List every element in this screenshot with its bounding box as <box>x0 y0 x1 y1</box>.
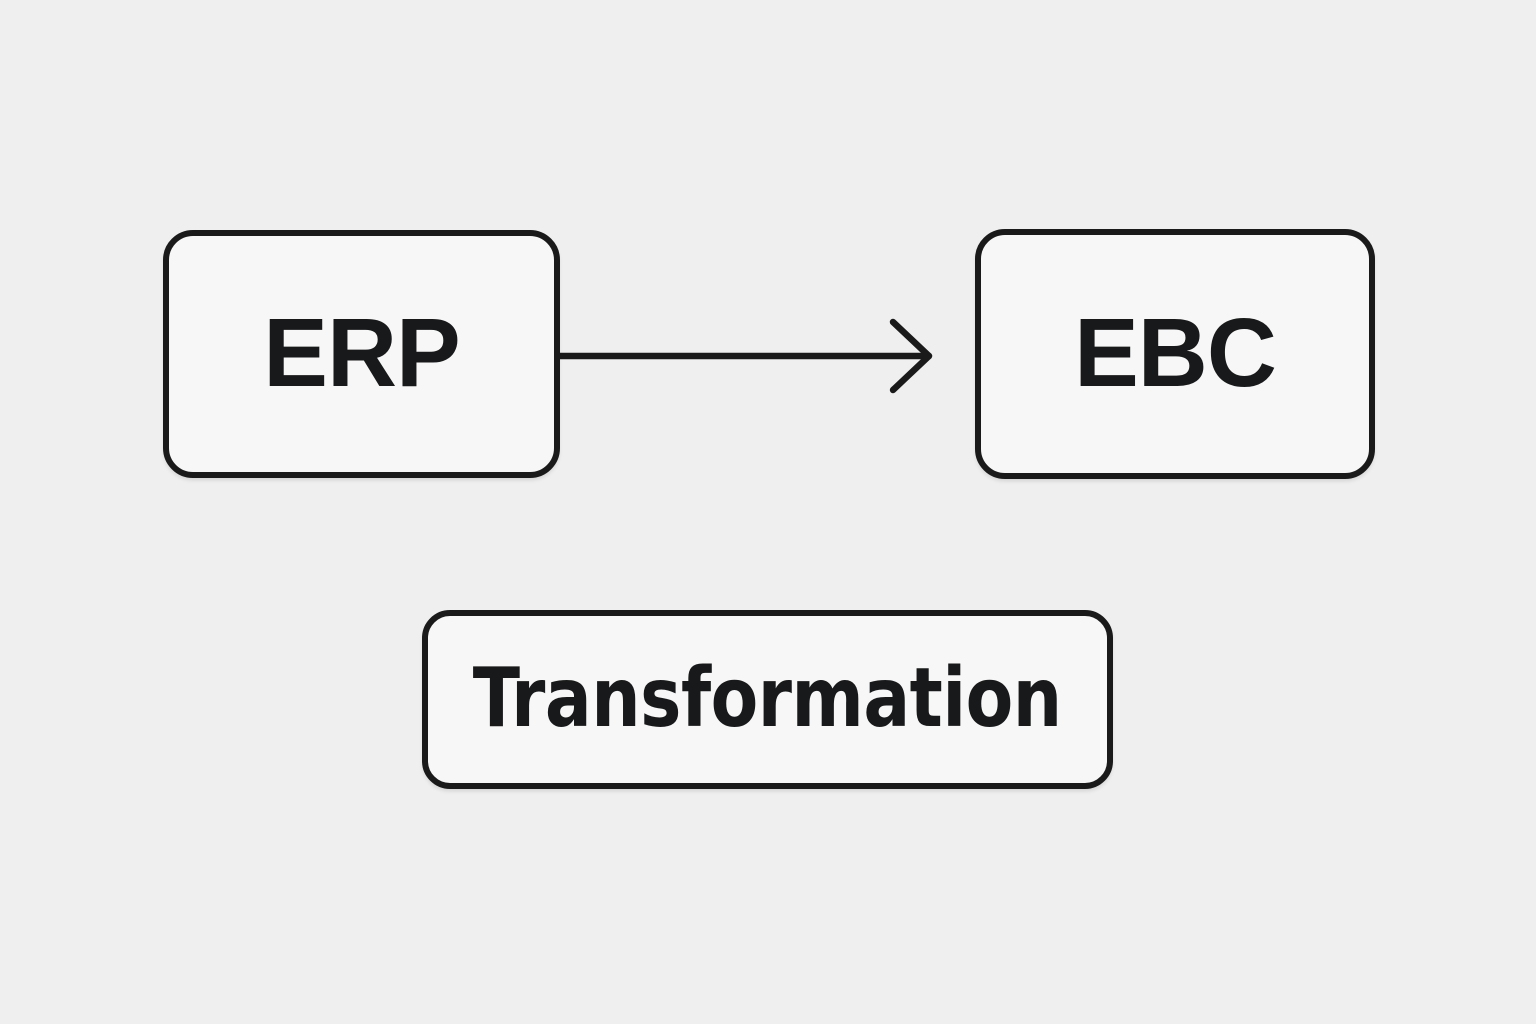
node-transformation[interactable]: Transformation <box>422 610 1113 789</box>
node-erp[interactable]: ERP <box>163 230 560 478</box>
node-erp-label: ERP <box>263 297 460 407</box>
arrowhead-icon <box>889 318 933 394</box>
edge-erp-to-ebc[interactable] <box>556 318 933 394</box>
node-transformation-label: Transformation <box>473 650 1062 746</box>
node-ebc[interactable]: EBC <box>975 229 1375 479</box>
node-ebc-label: EBC <box>1074 297 1277 407</box>
